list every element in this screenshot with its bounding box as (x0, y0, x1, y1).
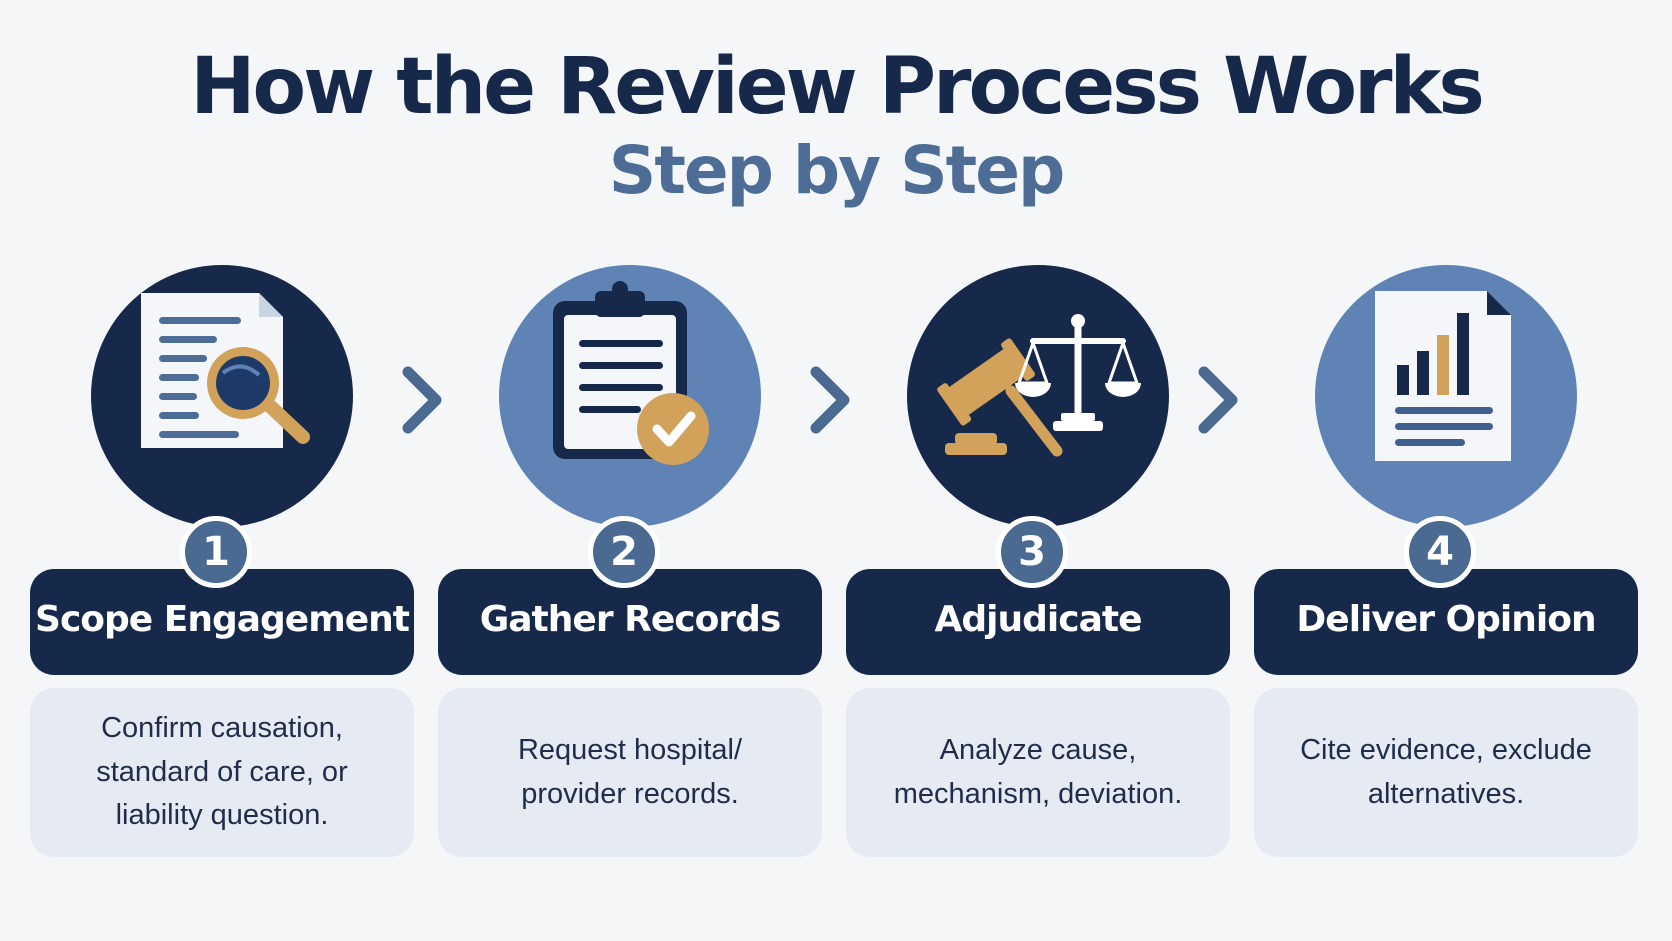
step-4-number-badge: 4 (1404, 516, 1476, 588)
step-1: Scope Engagement 1 Confirm causation, st… (30, 0, 414, 941)
clipboard-check-icon (553, 281, 709, 465)
step-4-icon-circle (1315, 265, 1577, 527)
step-2-icon-circle (499, 265, 761, 527)
step-2-label: Gather Records (479, 599, 782, 640)
step-3: Adjudicate 3 Analyze cause, mechanism, d… (846, 0, 1230, 941)
step-2-description-panel: Request hospital/ provider records. (438, 688, 822, 857)
step-4-label: Deliver Opinion (1296, 599, 1596, 640)
step-1-description-panel: Confirm causation, standard of care, or … (30, 688, 414, 857)
step-4-description-panel: Cite evidence, exclude alternatives. (1254, 688, 1638, 857)
chevron-right-icon (810, 366, 850, 434)
step-3-icon-circle (907, 265, 1169, 527)
step-1-label: Scope Engagement (35, 599, 410, 640)
page-subtitle: Step by Step (608, 132, 1065, 209)
step-3-description: Analyze cause, mechanism, deviation. (893, 734, 1183, 810)
step-4: Deliver Opinion 4 Cite evidence, exclude… (1254, 0, 1638, 941)
step-2: Gather Records 2 Request hospital/ provi… (438, 0, 822, 941)
gavel-scales-icon (937, 314, 1141, 457)
step-3-label: Adjudicate (934, 599, 1143, 640)
step-1-number-badge: 1 (180, 516, 252, 588)
step-2-description: Request hospital/ provider records. (517, 734, 743, 810)
step-2-number-badge: 2 (588, 516, 660, 588)
page-title: How the Review Process Works (190, 42, 1485, 132)
step-3-number-badge: 3 (996, 516, 1068, 588)
chevron-right-icon (402, 366, 442, 434)
step-3-description-panel: Analyze cause, mechanism, deviation. (846, 688, 1230, 857)
document-magnifier-icon (141, 293, 310, 448)
step-1-icon-circle (91, 265, 353, 527)
report-chart-icon (1375, 291, 1511, 461)
step-1-description: Confirm causation, standard of care, or … (96, 712, 348, 832)
step-4-description: Cite evidence, exclude alternatives. (1300, 734, 1592, 810)
chevron-right-icon (1198, 366, 1238, 434)
